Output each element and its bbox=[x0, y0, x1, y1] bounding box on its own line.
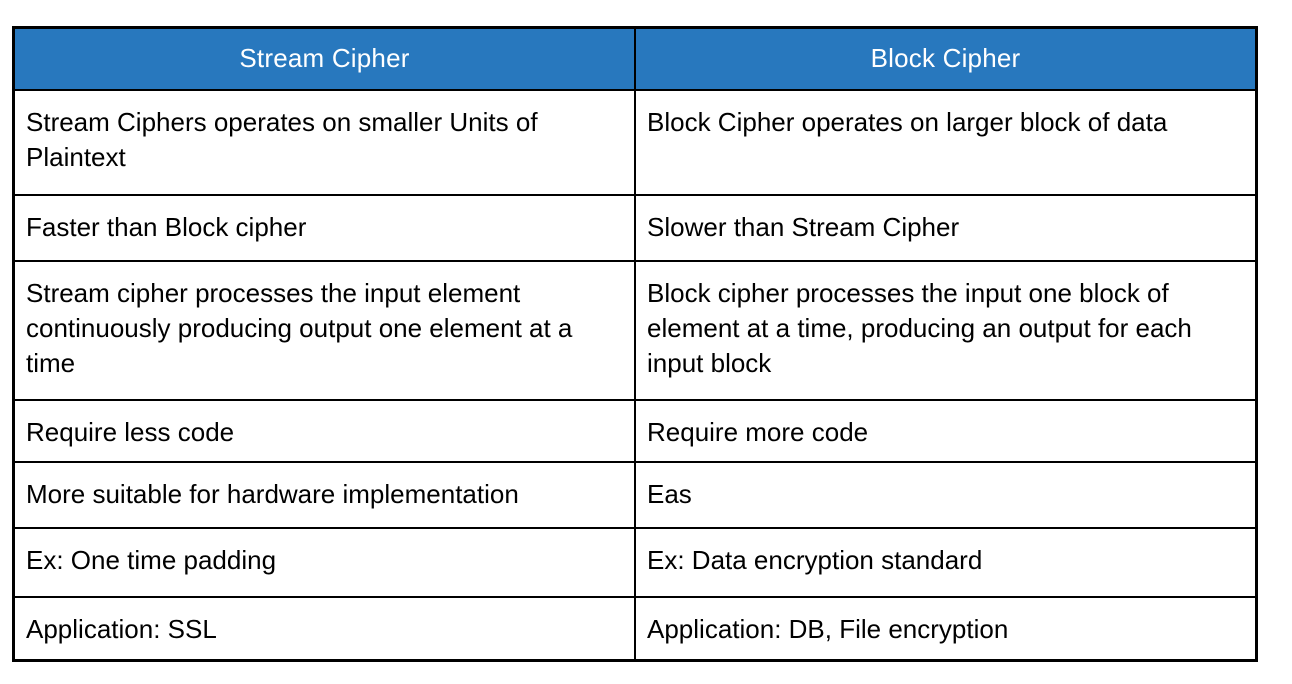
block-cipher-cell: Block Cipher operates on larger block of… bbox=[634, 88, 1258, 196]
header-row: Stream Cipher Block Cipher bbox=[12, 26, 1258, 91]
table-row: Stream Ciphers operates on smaller Units… bbox=[12, 88, 1258, 196]
stream-cipher-cell: Application: SSL bbox=[12, 595, 636, 662]
table-row: Faster than Block cipher Slower than Str… bbox=[12, 193, 1258, 262]
cipher-comparison-table: Stream Cipher Block Cipher Stream Cipher… bbox=[12, 26, 1258, 662]
header-cell-stream-cipher: Stream Cipher bbox=[12, 26, 636, 91]
block-cipher-cell: Eas bbox=[634, 460, 1258, 529]
block-cipher-cell: Block cipher processes the input one blo… bbox=[634, 259, 1258, 401]
table-body: Stream Ciphers operates on smaller Units… bbox=[12, 88, 1258, 662]
table-row: More suitable for hardware implementatio… bbox=[12, 460, 1258, 529]
table-row: Stream cipher processes the input elemen… bbox=[12, 259, 1258, 401]
stream-cipher-cell: More suitable for hardware implementatio… bbox=[12, 460, 636, 529]
stream-cipher-cell: Stream cipher processes the input elemen… bbox=[12, 259, 636, 401]
table-row: Require less code Require more code bbox=[12, 398, 1258, 463]
stream-cipher-cell: Stream Ciphers operates on smaller Units… bbox=[12, 88, 636, 196]
stream-cipher-cell: Faster than Block cipher bbox=[12, 193, 636, 262]
table-row: Application: SSL Application: DB, File e… bbox=[12, 595, 1258, 662]
block-cipher-cell: Application: DB, File encryption bbox=[634, 595, 1258, 662]
block-cipher-cell: Require more code bbox=[634, 398, 1258, 463]
stream-cipher-cell: Ex: One time padding bbox=[12, 526, 636, 598]
block-cipher-cell: Slower than Stream Cipher bbox=[634, 193, 1258, 262]
table-header: Stream Cipher Block Cipher bbox=[12, 26, 1258, 91]
stream-cipher-cell: Require less code bbox=[12, 398, 636, 463]
block-cipher-cell: Ex: Data encryption standard bbox=[634, 526, 1258, 598]
header-cell-block-cipher: Block Cipher bbox=[634, 26, 1258, 91]
table-row: Ex: One time padding Ex: Data encryption… bbox=[12, 526, 1258, 598]
